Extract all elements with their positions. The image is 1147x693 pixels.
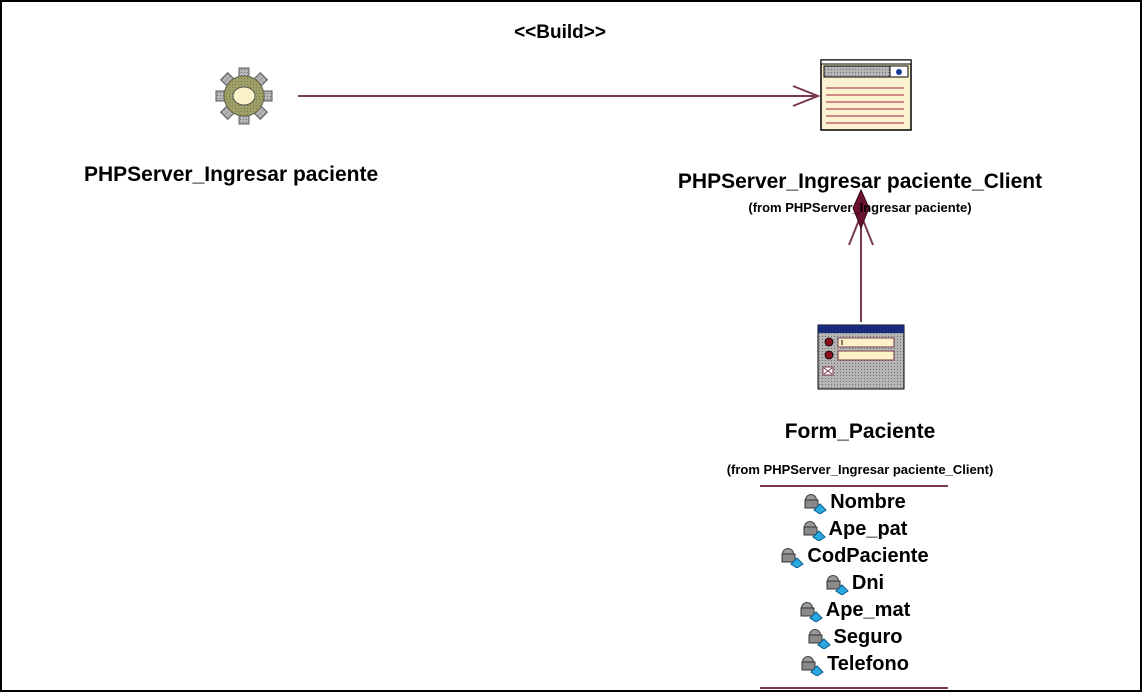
protected-attribute-icon (804, 493, 827, 514)
attribute-row[interactable]: Seguro (760, 626, 950, 649)
build-stereotype-label: <<Build>> (514, 22, 606, 43)
attribute-label: Seguro (833, 626, 903, 648)
protected-attribute-icon (803, 520, 826, 541)
attribute-label: Ape_mat (825, 599, 911, 621)
attribute-row[interactable]: Ape_pat (760, 518, 950, 541)
attribute-label: Dni (851, 572, 885, 594)
attribute-label: CodPaciente (807, 545, 929, 567)
composition-diamond (852, 188, 870, 230)
build-dependency-arrow (298, 85, 821, 107)
composition-association (848, 188, 874, 322)
attribute-row[interactable]: Ape_mat (760, 599, 950, 622)
protected-attribute-icon (800, 601, 823, 622)
form-class-from-label: (from PHPServer_Ingresar paciente_Client… (726, 462, 994, 477)
client-component-from-label: (from PHPServer_Ingresar paciente) (748, 200, 972, 215)
protected-attribute-icon (808, 628, 831, 649)
protected-attribute-icon (801, 655, 824, 676)
attribute-label: Telefono (827, 653, 909, 675)
form-icon[interactable] (817, 324, 905, 390)
client-page-icon[interactable] (820, 59, 912, 131)
protected-attribute-icon (826, 574, 849, 595)
attribute-row[interactable]: Nombre (760, 491, 950, 514)
client-component-name[interactable]: PHPServer_Ingresar paciente_Client (677, 170, 1043, 193)
protected-attribute-icon (781, 547, 804, 568)
attribute-label: Nombre (830, 491, 906, 513)
server-component-name[interactable]: PHPServer_Ingresar paciente (84, 163, 379, 186)
attribute-row[interactable]: CodPaciente (760, 545, 950, 568)
attribute-row[interactable]: Dni (760, 572, 950, 595)
attribute-label: Ape_pat (828, 518, 908, 540)
form-class-name[interactable]: Form_Paciente (784, 420, 936, 443)
gear-component-icon[interactable] (215, 67, 273, 125)
attribute-row[interactable]: Telefono (760, 653, 950, 676)
